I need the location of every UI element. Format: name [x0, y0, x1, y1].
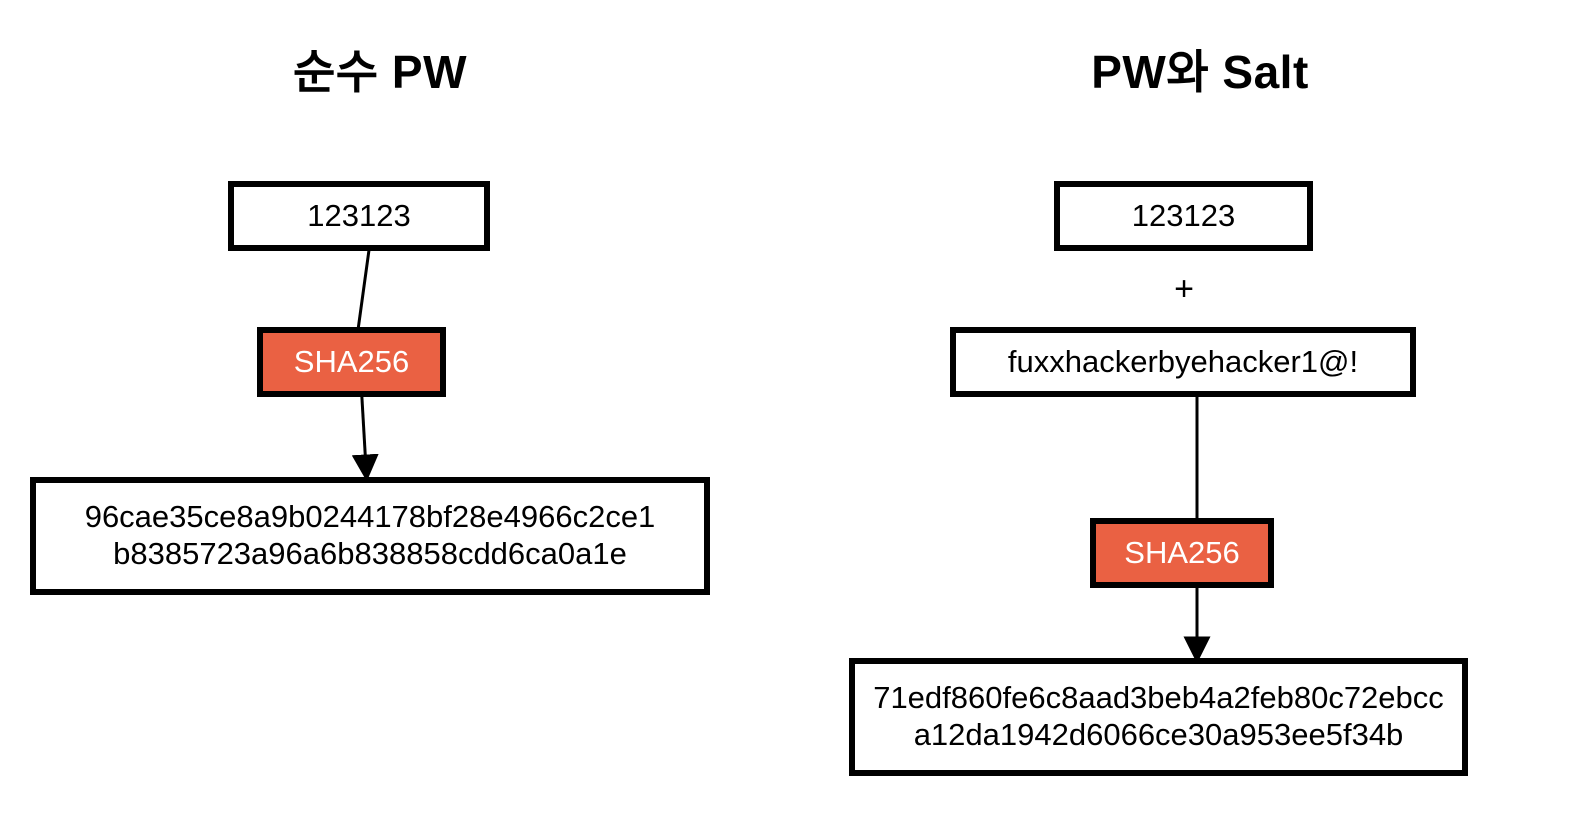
right-password-box: 123123	[1054, 181, 1313, 251]
right-hash-function-box: SHA256	[1090, 518, 1274, 588]
right-salt-box: fuxxhackerbyehacker1@!	[950, 327, 1416, 397]
plus-operator: +	[1174, 270, 1194, 308]
right-digest-line-2: a12da1942d6066ce30a953ee5f34b	[913, 717, 1404, 752]
left-hash-function-box: SHA256	[257, 327, 446, 397]
column-title-plain-password: 순수 PW	[292, 46, 468, 98]
right-salt-text: fuxxhackerbyehacker1@!	[1007, 343, 1359, 379]
right-digest-line-1: 71edf860fe6c8aad3beb4a2feb80c72ebcc	[873, 680, 1444, 716]
column-title-password-with-salt: PW와 Salt	[1091, 46, 1309, 98]
right-password-text: 123123	[1131, 197, 1236, 233]
left-password-text: 123123	[307, 197, 411, 233]
left-digest-line-1: 96cae35ce8a9b0244178bf28e4966c2ce1	[84, 499, 656, 535]
arrow-left-password-to-hashfn	[356, 249, 371, 331]
left-digest-line-2: b8385723a96a6b838858cdd6ca0a1e	[113, 536, 627, 571]
left-password-box: 123123	[228, 181, 490, 251]
left-hash-function-label: SHA256	[293, 343, 410, 379]
right-hash-function-label: SHA256	[1124, 534, 1240, 570]
